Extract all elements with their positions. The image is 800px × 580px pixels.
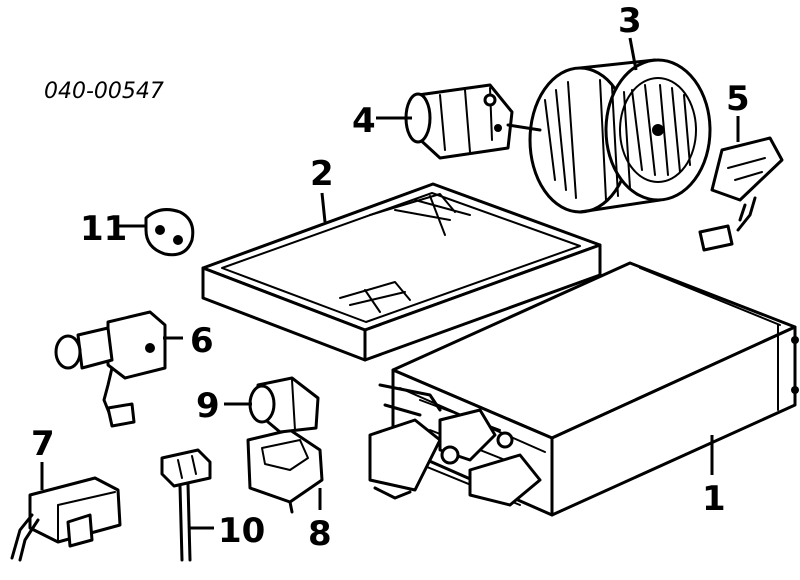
- part-1-heater-core: [368, 261, 799, 517]
- callout-3: 3: [618, 1, 642, 41]
- part-10-connector: [160, 448, 212, 562]
- part-5-resistor-module: [698, 136, 784, 252]
- callout-9: 9: [196, 386, 220, 426]
- callout-5: 5: [726, 79, 750, 119]
- callout-6: 6: [190, 321, 214, 361]
- part-2-cover-tray: [201, 182, 602, 362]
- callout-10: 10: [218, 511, 265, 551]
- part-6-actuator: [54, 310, 167, 428]
- callout-1: 1: [702, 479, 726, 519]
- callout-4: 4: [352, 101, 376, 141]
- callout-8: 8: [308, 514, 332, 554]
- part-code: 040-00547: [44, 79, 164, 104]
- callout-11: 11: [80, 209, 127, 249]
- callout-7: 7: [31, 424, 55, 464]
- part-8-bracket: [246, 428, 324, 514]
- part-7-relay-connector: [10, 476, 122, 562]
- part-11-grommet: [144, 208, 195, 257]
- part-4-blower-motor: [404, 83, 542, 160]
- part-9-valve: [248, 376, 320, 434]
- part-3-blower-wheel: [528, 58, 712, 214]
- callout-2: 2: [310, 154, 334, 194]
- leader-lines: [40, 37, 740, 530]
